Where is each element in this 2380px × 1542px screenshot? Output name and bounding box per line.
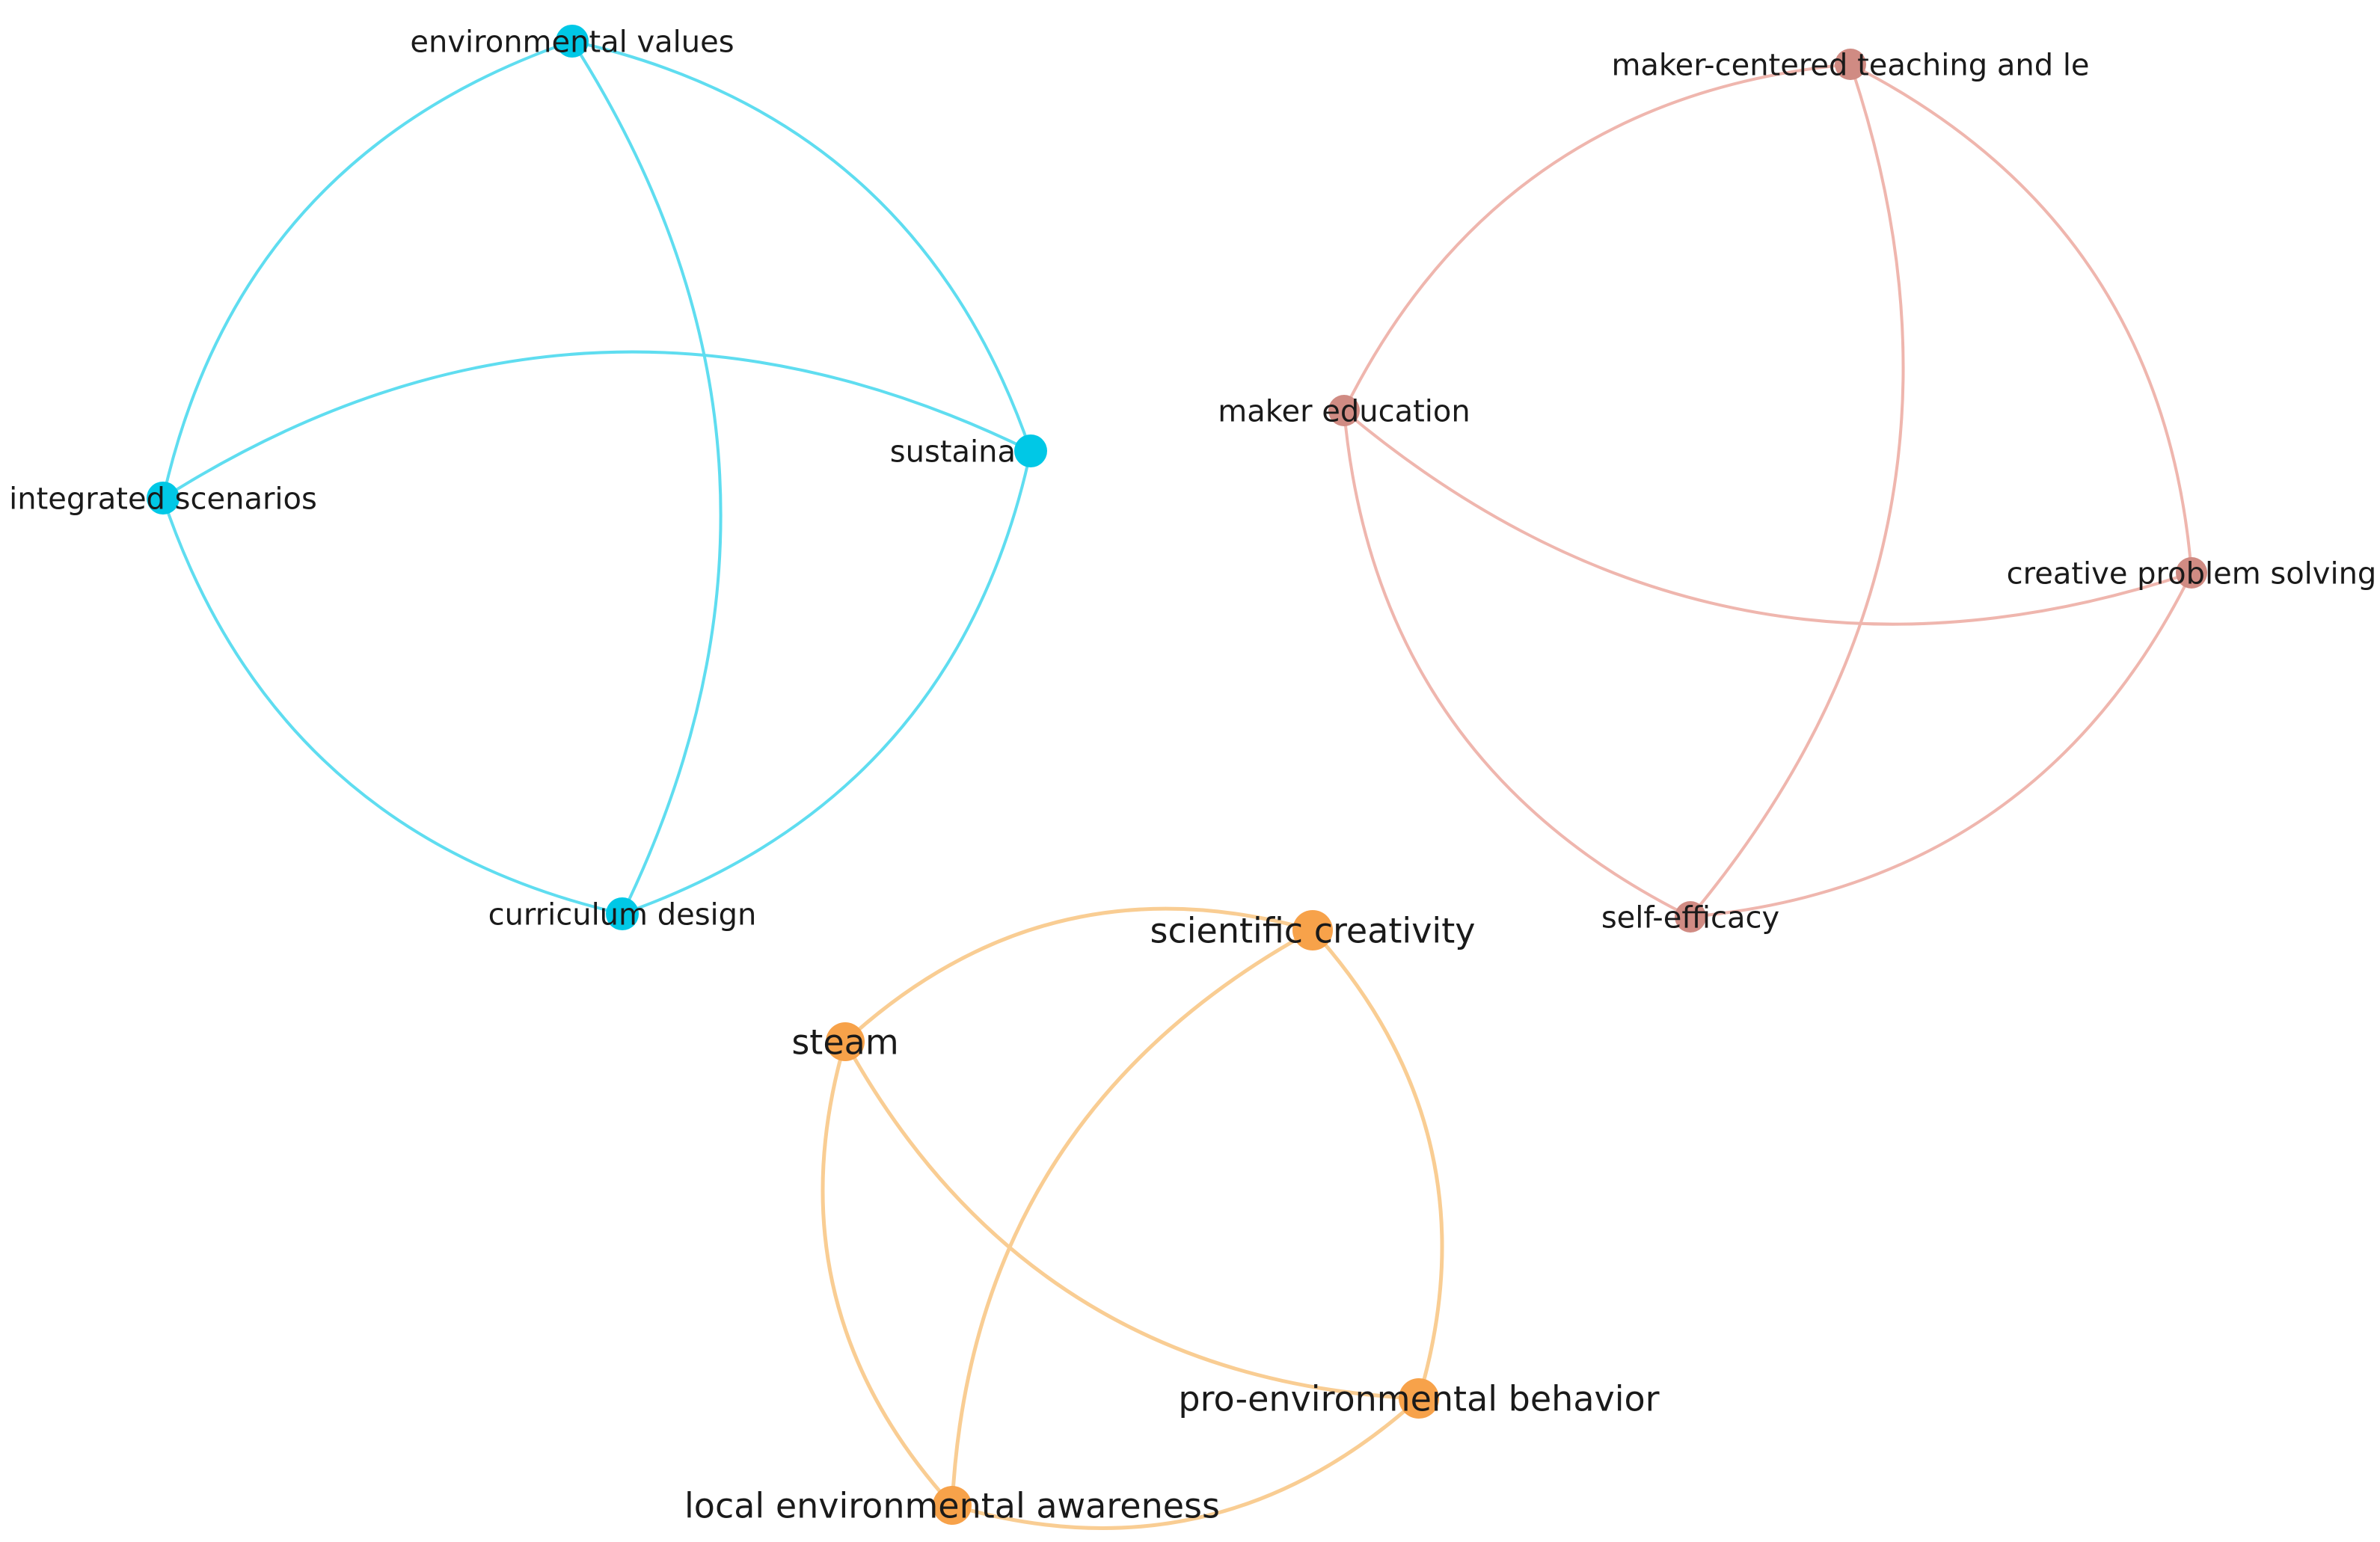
node-is[interactable]: [147, 482, 180, 514]
node-label-cp: creative problem solving: [2007, 556, 2377, 591]
node-se[interactable]: [1675, 901, 1706, 933]
node-label-mc: maker-centered teaching and le: [1611, 48, 2089, 82]
edge-st-sc: [843, 906, 1315, 1044]
node-label-sc: scientific creativity: [1150, 911, 1476, 951]
node-me[interactable]: [1328, 395, 1360, 426]
node-label-se: self-efficacy: [1601, 900, 1779, 935]
labels-layer: environmental values sustaina integrated s…: [9, 25, 2376, 1526]
edge-pe-le: [950, 1396, 1421, 1530]
edge-is-su: [162, 350, 1032, 500]
node-pe[interactable]: [1399, 1378, 1439, 1419]
node-ev[interactable]: [556, 25, 589, 58]
edge-me-cp: [1343, 409, 2193, 626]
node-label-is: integrated scenarios: [9, 482, 317, 516]
edge-ev-su: [571, 40, 1032, 452]
node-label-le: local environmental awareness: [684, 1486, 1220, 1526]
edge-cd-is: [162, 497, 624, 915]
edge-su-cd: [621, 449, 1032, 915]
node-label-ev: environmental values: [410, 25, 734, 59]
edge-sc-pe: [1310, 928, 1444, 1401]
node-le[interactable]: [933, 1486, 972, 1525]
node-label-su: sustaina: [890, 434, 1016, 469]
node-label-me: maker education: [1218, 394, 1470, 428]
node-su[interactable]: [1014, 434, 1047, 467]
edge-st-le: [821, 1039, 954, 1508]
node-label-st: steam: [791, 1022, 898, 1063]
edge-is-ev: [162, 40, 574, 500]
node-sc[interactable]: [1292, 910, 1333, 950]
edge-mc-cp: [1849, 63, 2193, 574]
edge-me-se: [1343, 409, 1692, 918]
node-cp[interactable]: [2176, 557, 2207, 589]
node-st[interactable]: [826, 1022, 865, 1061]
node-cd[interactable]: [606, 897, 639, 930]
edge-cp-se: [1689, 571, 2193, 918]
edges-layer: [162, 40, 2193, 1530]
edge-ev-cd: [571, 40, 723, 915]
edge-me-mc: [1343, 63, 1852, 412]
nodes-layer: [147, 25, 2207, 1525]
edge-st-pe: [843, 1039, 1421, 1401]
edge-sc-le: [950, 928, 1315, 1508]
node-mc[interactable]: [1835, 49, 1866, 80]
node-label-cd: curriculum design: [488, 897, 757, 932]
node-label-pe: pro-environmental behavior: [1178, 1379, 1659, 1419]
edge-mc-se: [1689, 63, 1905, 918]
